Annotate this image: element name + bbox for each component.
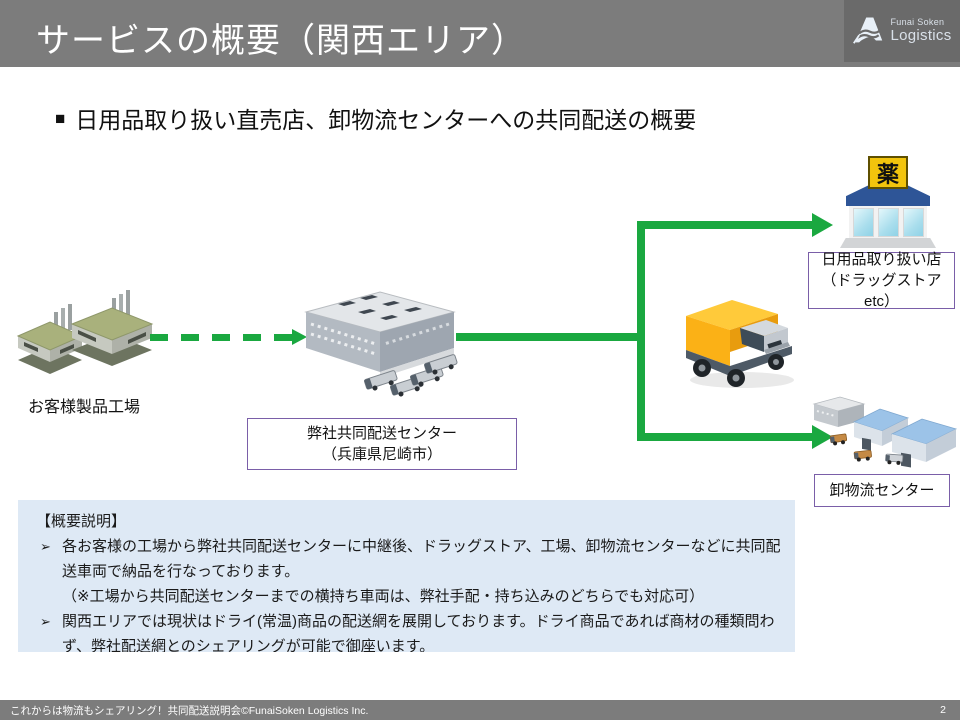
logo-brand-name: Logistics [890,26,952,44]
page-number: 2 [940,704,946,716]
arrow-to-wholesale-head-icon [812,425,833,449]
overview-bullet-1-line-2: 送車両で納品を行なっております。 [62,563,300,580]
section-heading: ■ 日用品取り扱い直売店、卸物流センターへの共同配送の概要 [55,101,696,135]
store-window [878,208,899,237]
arrow-branch-vertical [637,221,645,441]
logo-wave-a-icon [852,13,884,50]
wholesale-label: 卸物流センター [829,482,935,499]
dashed-arrow-head-icon [292,329,307,345]
overview-bullet-2-line-2: ず、弊社配送網とのシェアリングが可能で御座います。 [62,638,435,652]
section-heading-text: 日用品取り扱い直売店、卸物流センターへの共同配送の概要 [75,107,697,133]
header-bar: サービスの概要（関西エリア） Funai Soken Logistics [0,0,960,67]
center-label-line2: （兵庫県尼崎市） [321,446,442,463]
company-logo: Funai Soken Logistics [844,0,960,62]
logo-text: Funai Soken Logistics [890,17,952,44]
store-label-box: 日用品取り扱い店 （ドラッグストアetc） [808,251,955,310]
distribution-center-icon [298,282,460,404]
store-label-line2: （ドラッグストアetc） [821,272,942,310]
arrow-bullet-icon: ➢ [40,614,51,629]
store-window [853,208,874,237]
center-label-line1: 弊社共同配送センター [306,425,457,442]
store-label-line1: 日用品取り扱い店 [821,251,942,268]
truck-icon [678,284,806,392]
overview-box: 【概要説明】 ➢ 各お客様の工場から弊社共同配送センターに中継後、ドラッグストア… [18,500,795,652]
dashed-arrow-line [150,334,292,341]
overview-bullet-1: ➢ 各お客様の工場から弊社共同配送センターに中継後、ドラッグストア、工場、卸物流… [36,534,781,609]
factory-label: お客様製品工場 [28,399,141,416]
overview-bullet-1-line-3: （※工場から共同配送センターまでの横持ち車両は、弊社手配・持ち込みのどちらでも対… [62,588,705,605]
footer-text: これからは物流もシェアリング！共同配送説明会©FunaiSoken Logist… [10,704,369,717]
page-title: サービスの概要（関西エリア） [36,22,526,60]
pharmacy-sign: 薬 [868,156,908,189]
drugstore-icon: 薬 [840,156,936,250]
arrow-center-to-branch [456,333,641,341]
square-bullet-icon: ■ [55,108,66,128]
factory-icon [16,290,154,388]
arrow-bullet-icon: ➢ [40,539,51,554]
overview-title: 【概要説明】 [36,513,127,530]
logo-company-name: Funai Soken [890,17,945,28]
footer-bar: これからは物流もシェアリング！共同配送説明会©FunaiSoken Logist… [0,700,960,720]
overview-bullet-2-line-1: 関西エリアでは現状はドライ(常温)商品の配送網を展開しております。ドライ商品であ… [62,613,775,630]
store-awning [846,184,930,206]
overview-bullet-2: ➢ 関西エリアでは現状はドライ(常温)商品の配送網を展開しております。ドライ商品… [36,609,777,652]
wholesale-warehouse-icon [806,392,958,470]
wholesale-label-box: 卸物流センター [814,474,950,507]
arrow-to-store-head-icon [812,213,833,237]
store-window [903,208,924,237]
center-label-box: 弊社共同配送センター （兵庫県尼崎市） [247,418,517,470]
arrow-to-wholesale [637,433,813,441]
overview-bullet-1-line-1: 各お客様の工場から弊社共同配送センターに中継後、ドラッグストア、工場、卸物流セン… [62,538,781,555]
arrow-to-store [637,221,813,229]
store-base [840,238,936,248]
